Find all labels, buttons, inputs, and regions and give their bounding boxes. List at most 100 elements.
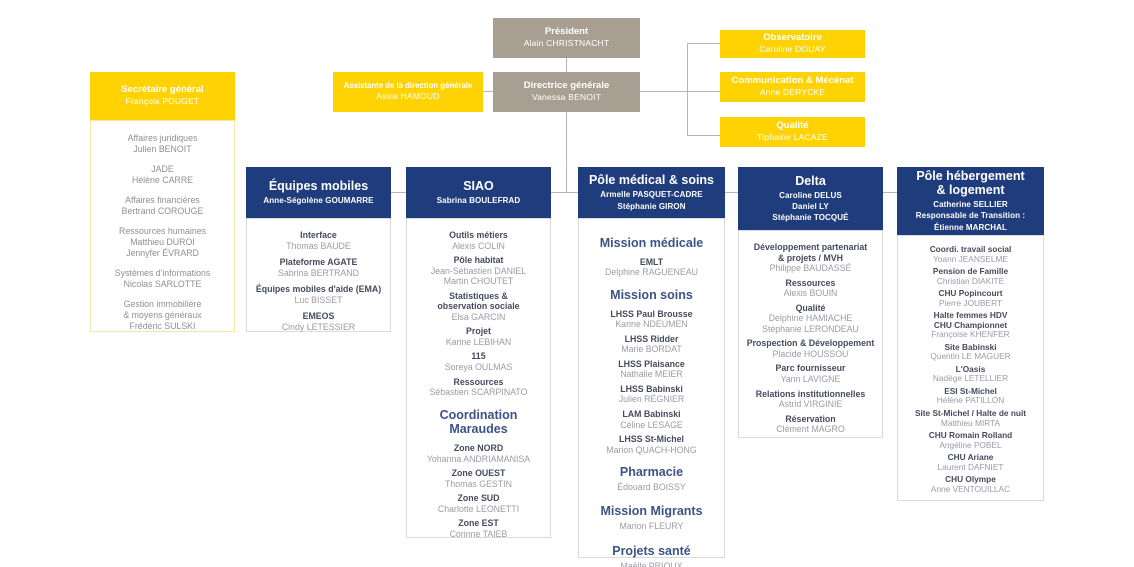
- entry-name-line: Sébastien SCARPINATO: [429, 387, 528, 398]
- entry-title-line: Zone OUEST: [451, 468, 506, 479]
- entry-name-line: Yann LAVIGNE: [780, 374, 841, 385]
- entry-title-line: & projets / MVH: [777, 252, 843, 263]
- section-heading: Mission médicale: [600, 236, 704, 251]
- section-title-line: Projets santé: [612, 543, 691, 558]
- section-title-line: Maraudes: [449, 422, 508, 437]
- president-name: Alain CHRISTNACHT: [523, 38, 610, 49]
- entry-name-line: Nathalie MEIER: [620, 369, 683, 380]
- entry-title-line: Ressources: [453, 376, 504, 387]
- entry-name-line: Céline LESAGE: [620, 419, 683, 430]
- connector-assistant-director: [483, 91, 493, 92]
- connector-observatoire-stub: [687, 43, 720, 44]
- section-title-line: Mission soins: [610, 287, 693, 302]
- communication-name: Anne DERYCKE: [759, 87, 826, 98]
- text-line: Delta: [795, 173, 826, 188]
- text-line: & logement: [936, 183, 1005, 198]
- entry-name-line: Karine NDEUMEN: [615, 319, 688, 330]
- column-header-equipes-mobiles: Équipes mobiles Anne-Ségolène GOUMARRE: [246, 167, 391, 218]
- entry-title-line: L'Oasis: [955, 363, 986, 374]
- entry-text-line: Affaires financières: [125, 194, 200, 205]
- entry-name-line: Astrid VIRGINIE: [778, 399, 843, 410]
- entry-title-line: Relations institutionnelles: [755, 388, 866, 399]
- column-header-pole-medical: Pôle médical & soins Armelle PASQUET-CAD…: [578, 167, 725, 218]
- entry-name-line: Corinne TAIEB: [449, 528, 508, 539]
- entry-title-line: CHU Romain Rolland: [928, 430, 1013, 441]
- assistant-box: Assistante de la direction générale Assi…: [333, 72, 483, 112]
- entry-text-line: JADE: [151, 163, 174, 174]
- entry-title-line: Plateforme AGATE: [279, 257, 358, 268]
- section-title-line: Mission Migrants: [600, 504, 703, 519]
- entry-name-line: Martin CHOUTET: [443, 276, 514, 287]
- entry-name-line: Philippe BAUDASSÉ: [769, 263, 852, 274]
- secretary-header: Secrétaire général François POUGET: [90, 72, 235, 120]
- entry-name-line: Nadège LETELLIER: [932, 373, 1009, 384]
- entry-name-line: Placide HOUSSOU: [772, 348, 849, 359]
- column-title: Delta: [795, 174, 826, 188]
- entry-name-line: Hélène PATILLON: [936, 395, 1005, 406]
- communication-title: Communication & Mécénat: [731, 75, 854, 87]
- connector-qualite-stub: [687, 135, 720, 136]
- observatoire-name: Caroline DOUAY: [759, 44, 826, 55]
- entry-text-line: & moyens généraux: [123, 310, 202, 321]
- entry-name-line: Sabrina BERTRAND: [278, 267, 359, 278]
- text-line: Équipes mobiles: [268, 178, 369, 193]
- president-title: Président: [544, 26, 589, 38]
- entry-title-line: LHSS Paul Brousse: [610, 308, 693, 319]
- entry-text-line: Systèmes d'informations: [114, 267, 211, 278]
- observatoire-box: Observatoire Caroline DOUAY: [720, 30, 865, 58]
- entry-text-line: Gestion immobilière: [123, 298, 202, 309]
- section-heading: Mission soins: [610, 288, 693, 303]
- entry-name-line: Stéphanie LERONDEAU: [762, 323, 859, 334]
- entry-title-line: CHU Popincourt: [938, 288, 1003, 299]
- text-line: Daniel LY: [792, 201, 829, 211]
- text-line: SIAO: [463, 178, 494, 193]
- column-head-names: Anne-Ségolène GOUMARRE: [263, 195, 373, 206]
- entry-text-line: Matthieu DUROI: [130, 236, 195, 247]
- text-line: Armelle PASQUET-CADRE: [600, 190, 703, 200]
- entry-text-line: Ressources humaines: [118, 225, 207, 236]
- entry-text-line: Bertrand COROUGE: [121, 206, 204, 217]
- column-title: Pôle médical & soins: [589, 173, 714, 187]
- director-name: Vanessa BENOIT: [531, 92, 602, 103]
- connector-director-columns: [566, 112, 567, 193]
- entry-name-line: Matthieu MIRTA: [940, 417, 1001, 428]
- entry-name-line: Karine LEBIHAN: [445, 336, 512, 347]
- director-box: Directrice générale Vanessa BENOIT: [493, 72, 640, 112]
- entry-name-line: Quentin LE MAGUER: [930, 351, 1011, 362]
- observatoire-title: Observatoire: [763, 32, 822, 44]
- entry-title-line: Réservation: [785, 413, 836, 424]
- entry-name-line: Jean-Sébastien DANIEL: [430, 265, 527, 276]
- entry-name-line: Julien RÉGNIER: [618, 394, 685, 405]
- entry-name-line: Maëlle PRIOUX: [620, 560, 683, 567]
- text-line: Étienne MARCHAL: [933, 222, 1008, 232]
- entry-text-line: Frédéric SULSKI: [129, 321, 196, 332]
- entry-name-line: Soreya OULMAS: [444, 362, 513, 373]
- entry-title-line: ESI St-Michel: [944, 385, 997, 396]
- communication-box: Communication & Mécénat Anne DERYCKE: [720, 72, 865, 102]
- entry-title-line: Statistiques &: [449, 290, 508, 301]
- section-title-line: Pharmacie: [619, 465, 684, 480]
